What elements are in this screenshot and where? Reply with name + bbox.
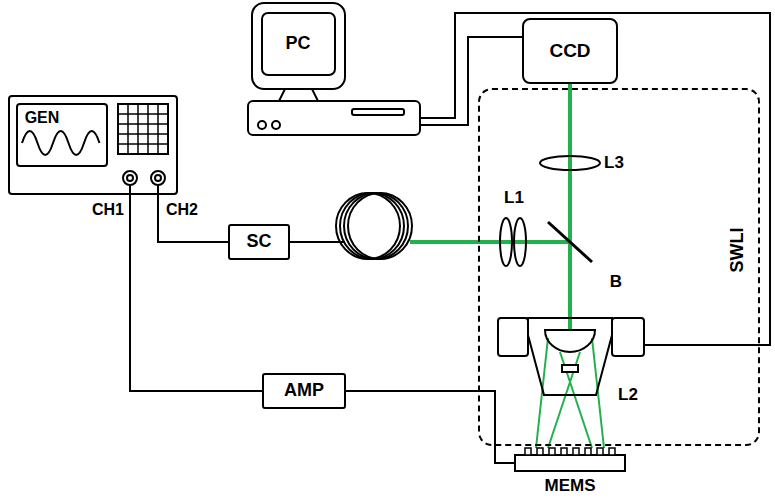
fiber-coil: [344, 193, 408, 259]
light-beam: [410, 240, 570, 244]
comb-structure: [525, 448, 615, 455]
bnc-pin: [155, 175, 161, 181]
monitor-frame: [252, 3, 345, 89]
label-slot: L1: [504, 189, 524, 208]
focused-beam: [536, 338, 604, 448]
lens-label: L3: [604, 154, 624, 173]
piezo-block: [498, 318, 528, 356]
bnc-pin: [127, 175, 133, 181]
grid-lines: [118, 104, 168, 154]
node-label: AMP: [284, 381, 324, 401]
fiber-coil: [348, 193, 412, 259]
node-label: SWLI: [728, 228, 748, 273]
case-button: [258, 121, 266, 129]
label-slot: B: [610, 273, 622, 292]
lens: [500, 218, 512, 266]
text-slot: CCD: [549, 41, 590, 62]
computer: PC: [248, 3, 420, 135]
signal-wire: [420, 37, 522, 125]
text-slot: AMP: [284, 381, 324, 401]
display-grid: [118, 104, 168, 154]
computer-case: [248, 101, 420, 135]
lens: [540, 156, 600, 170]
node-label: CCD: [549, 41, 590, 62]
label-slot: L2: [618, 386, 638, 405]
label-slot: CH1: [92, 201, 124, 219]
sample: MEMS: [515, 448, 625, 498]
amplifier-box: AMP: [262, 373, 346, 409]
bnc-connector: [123, 171, 137, 185]
signal-wire: [158, 195, 228, 242]
node-label: PC: [285, 34, 310, 54]
generator-screen: [17, 104, 107, 166]
objective-lens: [545, 330, 595, 352]
text-slot: SC: [246, 232, 271, 252]
fiber-coil: [340, 193, 404, 259]
monitor-stand: [279, 89, 318, 101]
sine-wave: [22, 131, 100, 155]
channel-label: CH1: [92, 201, 124, 219]
label-slot: CH2: [166, 201, 198, 219]
splitter-label: B: [610, 273, 622, 292]
text-slot: PC: [285, 34, 310, 54]
piezo-block: [612, 318, 644, 356]
fiber-coil: [336, 193, 400, 259]
text-slot: GEN: [25, 109, 60, 127]
drive-slot: [352, 109, 404, 115]
light-source-box: SC: [228, 224, 290, 260]
monitor-screen: [262, 13, 335, 75]
text-slot: MEMS: [545, 477, 596, 496]
label-slot: L3: [604, 154, 624, 173]
piezo-wire: [420, 13, 770, 345]
lens: [514, 218, 526, 266]
channel-label: CH2: [166, 201, 198, 219]
objective-body: [528, 318, 612, 395]
camera-box: CCD: [522, 18, 618, 84]
text-slot: SWLI: [728, 228, 748, 273]
lens-label: L1: [504, 189, 524, 208]
bnc-connector: [151, 171, 165, 185]
signal-generator: GEN: [8, 95, 178, 195]
signal-wire: [346, 391, 515, 463]
beam-splitter: [548, 222, 592, 262]
node-label: MEMS: [545, 477, 596, 496]
sample-plate: [515, 455, 625, 471]
case-button: [272, 121, 280, 129]
light-beam: [568, 84, 572, 330]
node-label: SC: [246, 232, 271, 252]
fiber-lead: [290, 241, 344, 243]
node-label: GEN: [25, 109, 60, 127]
objective-label: L2: [618, 386, 638, 405]
reference-mirror: [562, 365, 578, 372]
